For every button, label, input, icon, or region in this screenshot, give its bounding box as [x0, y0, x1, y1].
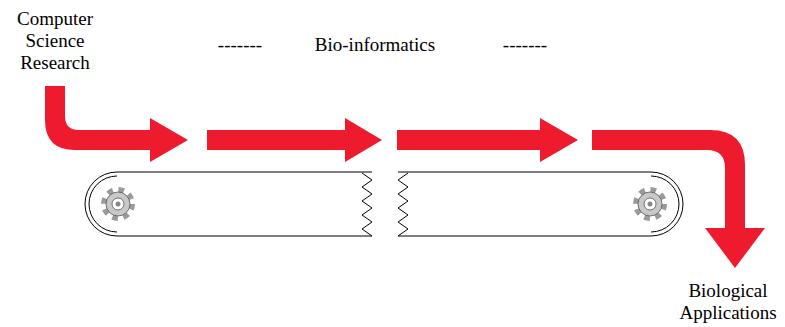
- target-label: Biological Applications: [676, 280, 780, 324]
- conveyor-belt: [85, 172, 683, 236]
- source-label: Computer Science Research: [2, 8, 108, 74]
- exit-arrow: [592, 130, 765, 268]
- dash-rule: -------: [205, 34, 275, 56]
- entry-arrow: [45, 86, 188, 162]
- belt-right: [398, 172, 683, 236]
- flow-arrow: [207, 118, 382, 162]
- band-title: Bio-informatics: [290, 34, 460, 56]
- flow-arrow: [397, 118, 578, 162]
- gear: [104, 190, 132, 218]
- red-arrows: [45, 86, 765, 268]
- gear: [636, 190, 664, 218]
- belt-left: [85, 172, 372, 236]
- dash-rule: -------: [490, 34, 560, 56]
